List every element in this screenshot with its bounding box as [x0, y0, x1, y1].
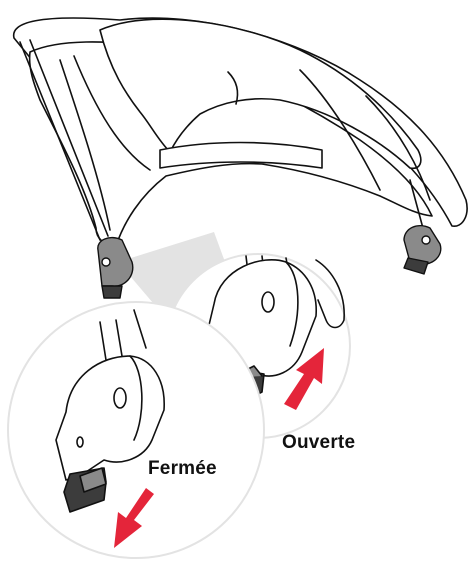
lens-closed: [8, 302, 264, 558]
canopy: [14, 18, 467, 246]
right-hinge-small: [404, 226, 441, 274]
label-closed: Fermée: [148, 458, 217, 480]
label-open: Ouverte: [282, 432, 355, 454]
left-hinge-small: [98, 238, 133, 298]
